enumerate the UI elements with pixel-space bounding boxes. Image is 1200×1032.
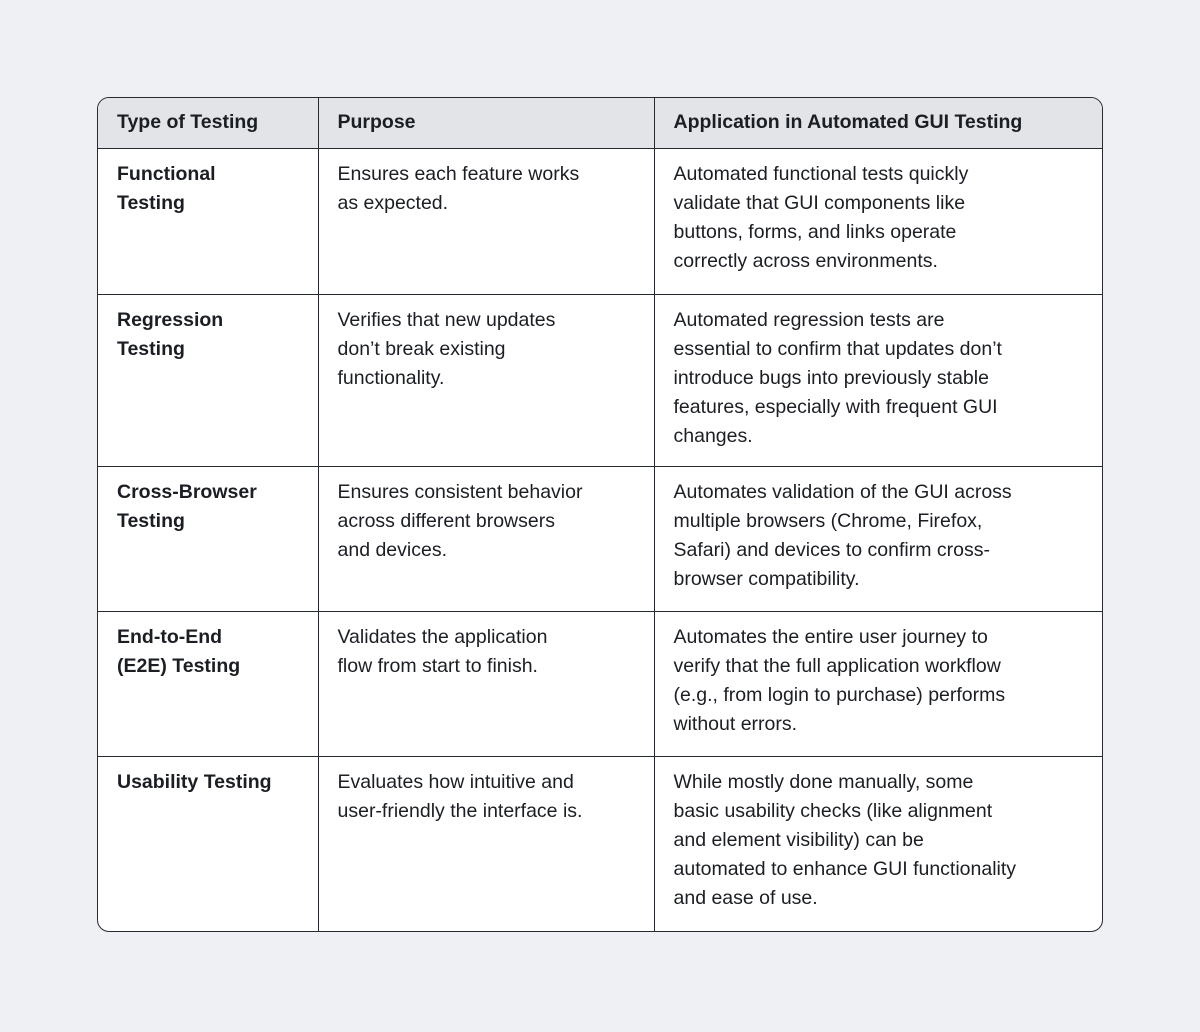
table-row-cross-browser-testing: Cross-Browser Testing Ensures consistent… bbox=[98, 466, 1102, 612]
cell-type: Functional Testing bbox=[98, 148, 319, 295]
cell-purpose: Ensures each feature works as expected. bbox=[318, 148, 655, 295]
cell-type: End-to-End (E2E) Testing bbox=[98, 611, 319, 757]
cell-purpose: Ensures consistent behavior across diffe… bbox=[318, 466, 655, 612]
cell-purpose: Validates the application flow from star… bbox=[318, 611, 655, 757]
table-row-functional-testing: Functional Testing Ensures each feature … bbox=[98, 148, 1102, 295]
table-row-regression-testing: Regression Testing Verifies that new upd… bbox=[98, 294, 1102, 467]
cell-type: Regression Testing bbox=[98, 294, 319, 467]
cell-purpose: Evaluates how intuitive and user-friendl… bbox=[318, 756, 655, 931]
testing-types-table-card: Type of Testing Purpose Application in A… bbox=[97, 97, 1103, 932]
cell-application: Automated functional tests quickly valid… bbox=[654, 148, 1102, 295]
cell-type: Usability Testing bbox=[98, 756, 319, 931]
table-header-row: Type of Testing Purpose Application in A… bbox=[98, 98, 1102, 149]
table-row-usability-testing: Usability Testing Evaluates how intuitiv… bbox=[98, 756, 1102, 931]
cell-purpose: Verifies that new updates don’t break ex… bbox=[318, 294, 655, 467]
cell-type: Cross-Browser Testing bbox=[98, 466, 319, 612]
table-row-end-to-end-testing: End-to-End (E2E) Testing Validates the a… bbox=[98, 611, 1102, 757]
cell-application: Automated regression tests are essential… bbox=[654, 294, 1102, 467]
column-header-application: Application in Automated GUI Testing bbox=[654, 98, 1102, 149]
cell-application: Automates validation of the GUI across m… bbox=[654, 466, 1102, 612]
column-header-purpose: Purpose bbox=[318, 98, 655, 149]
cell-application: While mostly done manually, some basic u… bbox=[673, 770, 1017, 909]
column-header-type-of-testing: Type of Testing bbox=[98, 98, 319, 149]
testing-types-table: Type of Testing Purpose Application in A… bbox=[98, 98, 1102, 931]
cell-application: Automates the entire user journey to ver… bbox=[654, 611, 1102, 757]
